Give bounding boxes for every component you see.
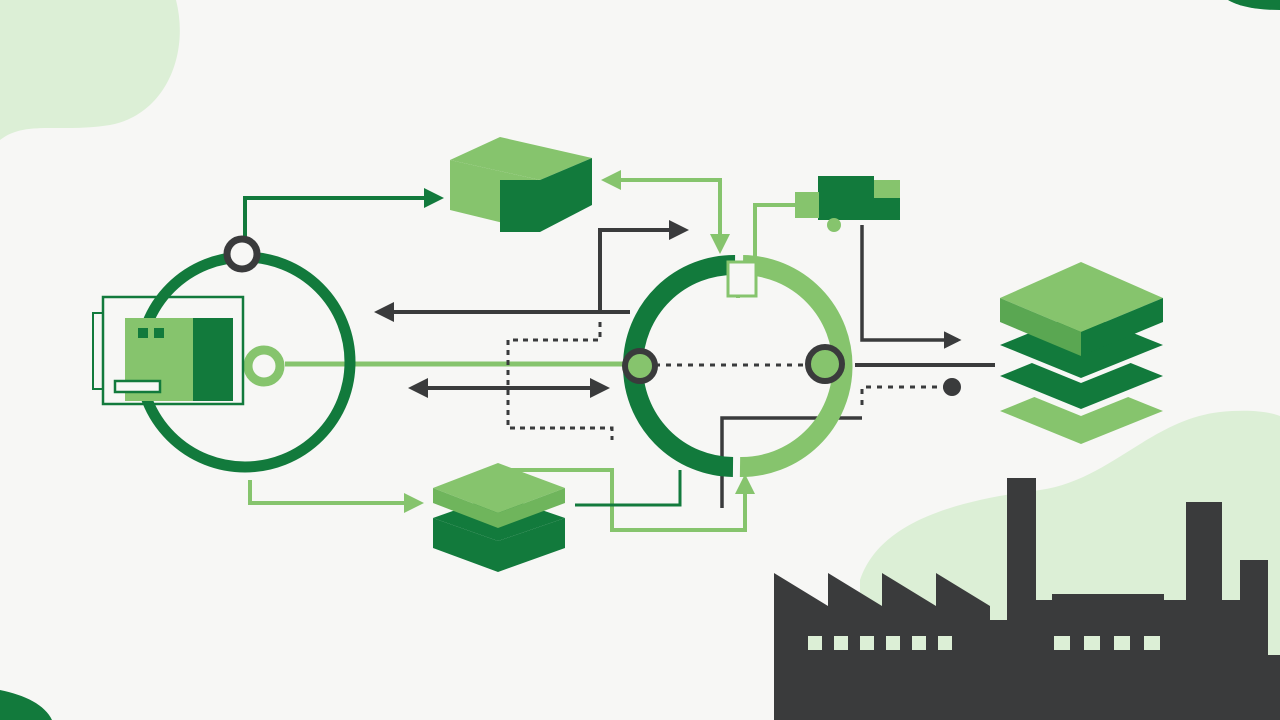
connectors [243, 170, 995, 532]
factory-windows [808, 636, 1160, 650]
hub-right-top-socket [726, 260, 758, 298]
layers-icon [433, 463, 565, 572]
hub-left-top-node [223, 235, 261, 273]
stack-icon [1000, 262, 1163, 444]
arrow-camera-to-stack [860, 225, 962, 349]
hub-left-inner-node [243, 345, 285, 387]
hub-inner-line [720, 416, 862, 508]
dotted-link-right [860, 385, 945, 405]
arrow-hub-to-box [243, 188, 444, 237]
layers-to-hub-line [575, 470, 682, 507]
factory-body [774, 478, 1280, 720]
camera-icon [795, 176, 900, 232]
arrow-hub-to-layers [248, 480, 424, 513]
machine-icon [92, 295, 245, 406]
hub-right-left-node [622, 348, 658, 384]
blob-top-right [1228, 0, 1280, 10]
hub-right-right-node [805, 344, 845, 384]
arrow-bottom-loop [510, 468, 755, 532]
factory-icon [774, 478, 1280, 720]
hub-right [622, 254, 853, 478]
blob-bottom-left [0, 690, 52, 720]
arrow-charcoal-top [598, 220, 689, 312]
box-icon [450, 137, 592, 232]
dotted-endpoint [943, 378, 961, 396]
blob-top-left [0, 0, 180, 140]
dotted-link-left [506, 322, 614, 440]
